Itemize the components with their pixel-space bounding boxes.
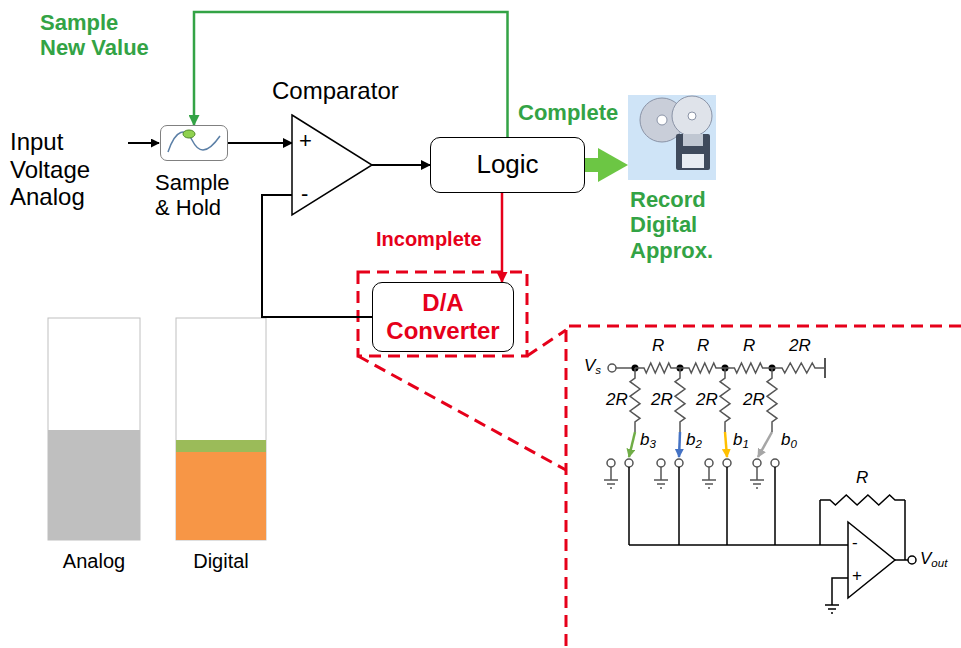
zoom-callout bbox=[566, 326, 961, 648]
block-label: Record Digital Approx. bbox=[630, 187, 720, 263]
resistor-symbol bbox=[635, 363, 680, 373]
r2r-ladder bbox=[608, 364, 616, 372]
storage-icon bbox=[682, 154, 704, 168]
resistor-symbol bbox=[720, 368, 730, 432]
storage-icon bbox=[672, 96, 712, 136]
input-arrow bbox=[128, 142, 159, 144]
bar-label: Digital bbox=[176, 550, 266, 573]
zoom-callout bbox=[358, 272, 961, 648]
sample-hold-box: Sample & Hold bbox=[160, 125, 228, 161]
resistor-symbol bbox=[767, 368, 777, 432]
level-bars bbox=[48, 318, 140, 540]
r2r-ladder bbox=[825, 578, 848, 613]
r2r-ladder bbox=[654, 467, 668, 488]
resistor-value: R bbox=[697, 336, 709, 356]
r2r-ladder bbox=[657, 459, 665, 467]
sample-hold-icon bbox=[168, 130, 220, 152]
edge-label: Incomplete bbox=[376, 228, 482, 251]
connector bbox=[372, 164, 430, 166]
pin-sign: + bbox=[852, 566, 862, 586]
comparator-outline bbox=[292, 115, 372, 215]
storage-icon bbox=[683, 134, 703, 146]
bit-name: b2 bbox=[686, 430, 702, 450]
bar-label: Analog bbox=[48, 550, 140, 573]
r2r-ladder bbox=[725, 432, 727, 457]
r2r-ladder bbox=[625, 459, 633, 467]
resistor-value: 2R bbox=[606, 390, 628, 410]
r2r-ladder bbox=[604, 358, 916, 613]
bit-name: b0 bbox=[781, 430, 797, 450]
r2r-ladder bbox=[702, 467, 716, 488]
resistor-value: 2R bbox=[743, 390, 765, 410]
r2r-ladder bbox=[820, 500, 908, 560]
connector bbox=[501, 193, 504, 282]
input-sign: + bbox=[299, 128, 312, 153]
zoom-callout bbox=[358, 272, 527, 356]
level-bars bbox=[176, 318, 266, 540]
storage-icon bbox=[676, 134, 710, 170]
zoom-callout bbox=[358, 356, 566, 470]
r2r-ladder bbox=[908, 556, 916, 564]
comparator-symbol: Comparator+- bbox=[292, 115, 372, 215]
signal-name: Vout bbox=[920, 549, 947, 569]
r2r-ladder bbox=[750, 467, 764, 488]
input-label: Input Voltage Analog bbox=[10, 128, 110, 211]
storage-icon-node: Record Digital Approx. bbox=[628, 95, 716, 180]
connector bbox=[262, 195, 372, 317]
sample-hold-icon bbox=[183, 130, 195, 138]
r2r-ladder bbox=[758, 432, 772, 457]
resistor-symbol bbox=[680, 363, 725, 373]
level-bars bbox=[176, 440, 266, 452]
r2r-ladder bbox=[848, 522, 895, 598]
logic-box: Logic bbox=[430, 137, 585, 193]
level-bars bbox=[48, 430, 140, 540]
resistor-value: 2R bbox=[696, 390, 718, 410]
dac-box: D/A Converter bbox=[372, 282, 514, 352]
storage-icon bbox=[657, 115, 667, 125]
resistor-symbol bbox=[630, 368, 640, 432]
r2r-ladder bbox=[604, 467, 618, 488]
level-bars bbox=[48, 318, 266, 540]
storage-icon bbox=[628, 95, 716, 180]
connector bbox=[194, 12, 508, 137]
storage-icon bbox=[688, 112, 696, 120]
resistor-value: R bbox=[856, 468, 868, 488]
bit-name: b3 bbox=[640, 430, 656, 450]
resistor-value: 2R bbox=[789, 336, 811, 356]
level-bars bbox=[176, 452, 266, 540]
edge-label: Complete bbox=[518, 100, 618, 125]
block-label: Logic bbox=[476, 150, 538, 180]
bit-name: b1 bbox=[733, 430, 749, 450]
r2r-ladder bbox=[607, 459, 615, 467]
resistor-symbol bbox=[820, 495, 905, 505]
r2r-ladder bbox=[675, 459, 683, 467]
signal-name: Vs bbox=[584, 356, 601, 376]
resistor-symbol bbox=[725, 363, 772, 373]
resistor-value: R bbox=[652, 336, 664, 356]
r2r-ladder bbox=[629, 467, 848, 545]
r2r-ladder bbox=[629, 432, 635, 457]
connector bbox=[585, 158, 598, 172]
r2r-ladder bbox=[771, 459, 779, 467]
resistor-value: 2R bbox=[651, 390, 673, 410]
r2r-ladder bbox=[705, 459, 713, 467]
resistor-symbol bbox=[772, 363, 825, 373]
input-sign: - bbox=[301, 181, 308, 206]
r2r-ladder bbox=[679, 432, 680, 457]
r2r-ladder bbox=[723, 459, 731, 467]
block-label: Comparator bbox=[272, 77, 392, 105]
block-label: Sample & Hold bbox=[155, 170, 240, 221]
storage-icon bbox=[628, 95, 716, 180]
block-label: D/A Converter bbox=[383, 289, 503, 344]
zoom-callout bbox=[527, 330, 566, 356]
pin-sign: - bbox=[852, 533, 858, 553]
resistor-value: R bbox=[743, 336, 755, 356]
edge-label: Sample New Value bbox=[40, 10, 156, 61]
r2r-ladder bbox=[753, 459, 761, 467]
resistor-symbol bbox=[675, 368, 685, 432]
connector bbox=[228, 142, 292, 144]
